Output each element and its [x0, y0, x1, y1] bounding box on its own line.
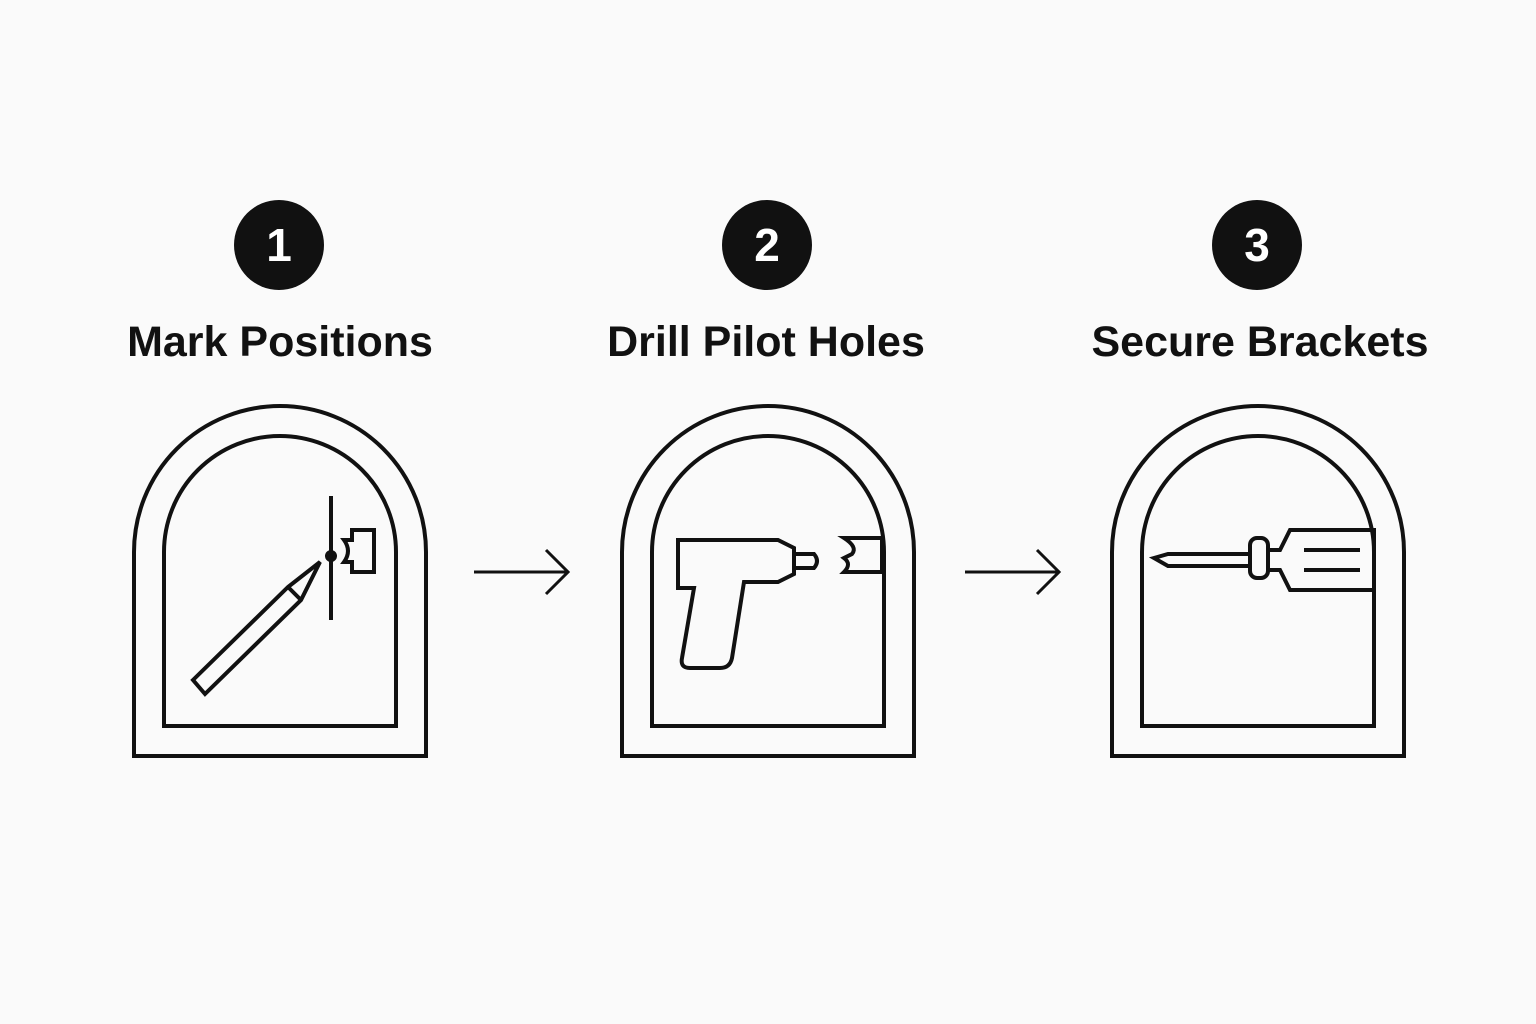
step-number-badge: 2 — [722, 200, 812, 290]
window-frame — [1110, 404, 1406, 758]
screwdriver-icon — [1148, 528, 1376, 592]
drill-icon — [676, 536, 884, 670]
step-title: Secure Brackets — [1091, 318, 1429, 366]
arrow-right-icon — [965, 548, 1062, 596]
step-title: Drill Pilot Holes — [607, 318, 925, 366]
step-2: 2 Drill Pilot Holes — [558, 200, 978, 760]
window-frame — [132, 404, 428, 758]
step-number-badge: 3 — [1212, 200, 1302, 290]
window-inner-arch — [1140, 434, 1376, 728]
window-outer-arch — [1110, 404, 1406, 758]
step-3: 3 Secure Brackets — [1048, 200, 1468, 760]
window-frame — [620, 404, 916, 758]
window-outer-arch — [620, 404, 916, 758]
pencil-icon — [190, 496, 376, 697]
arrow-right-icon — [474, 548, 571, 596]
step-1: 1 Mark Positions — [70, 200, 490, 760]
step-number-badge: 1 — [234, 200, 324, 290]
window-inner-arch — [650, 434, 886, 728]
step-title: Mark Positions — [127, 318, 433, 366]
window-inner-arch — [162, 434, 398, 728]
window-outer-arch — [132, 404, 428, 758]
